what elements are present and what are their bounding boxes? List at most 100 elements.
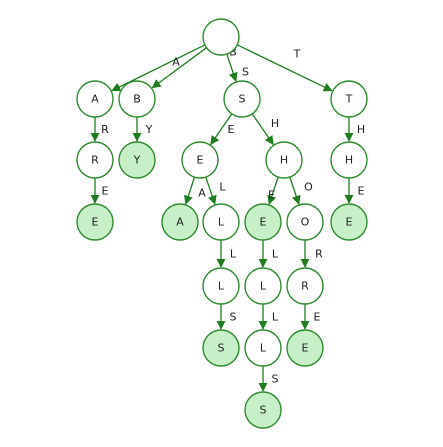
terminal-node-circle — [202, 329, 240, 367]
edge-root-S — [226, 53, 238, 82]
trie-node-THE: E — [330, 203, 368, 241]
edge-SE-SEL — [205, 176, 217, 205]
edge-label-SEL-SELL: L — [230, 248, 237, 261]
trie-node-TH: H — [330, 141, 368, 179]
edge-label-TH-THE: E — [358, 185, 365, 198]
trie-node-AR: R — [76, 141, 114, 179]
trie-node-SH: H — [265, 141, 303, 179]
node-label: R — [301, 280, 309, 293]
node-label: H — [345, 154, 353, 167]
node-circle — [202, 18, 240, 56]
edge-label-T-TH: H — [357, 123, 365, 136]
trie-node-SE: E — [181, 141, 219, 179]
edge-label-root-A: A — [172, 56, 180, 69]
trie-node-SHE: E — [244, 203, 282, 241]
trie-node-SHOR: R — [286, 267, 324, 305]
node-label: L — [218, 216, 225, 229]
edge-label-S-SH: H — [271, 117, 279, 130]
trie-node-BY: Y — [118, 141, 156, 179]
trie-node-SHELLS: S — [244, 391, 282, 429]
node-label: A — [176, 216, 184, 229]
trie-node-SELL: L — [202, 267, 240, 305]
edge-label-B-BY: Y — [145, 123, 153, 136]
node-label: A — [91, 93, 99, 106]
trie-node-A: A — [76, 80, 114, 118]
edge-label-root-S: S — [242, 66, 249, 79]
trie-node-SHORE: E — [286, 329, 324, 367]
terminal-node-circle — [161, 203, 199, 241]
node-label: E — [197, 154, 204, 167]
trie-node-SHEL: L — [244, 267, 282, 305]
edge-label-SHO-SHOR: R — [315, 248, 323, 261]
edge-label-SE-SEL: L — [219, 181, 226, 194]
terminal-node-circle — [244, 391, 282, 429]
trie-node-SHO: O — [286, 203, 324, 241]
edge-SE-SEA — [184, 176, 196, 205]
node-label: E — [346, 216, 353, 229]
node-label: E — [302, 342, 309, 355]
edge-SH-SHO — [289, 176, 301, 205]
node-label: L — [218, 280, 225, 293]
terminal-node-circle — [118, 141, 156, 179]
node-circle — [118, 80, 156, 118]
node-circle — [181, 141, 219, 179]
edge-label-SELL-SELLS: S — [230, 311, 237, 324]
node-label: H — [280, 154, 288, 167]
edge-label-S-SE: E — [228, 123, 235, 136]
trie-node-SEL: L — [202, 203, 240, 241]
node-circle — [286, 203, 324, 241]
node-label: Y — [133, 154, 141, 167]
edge-label-SHEL-SHELL: L — [272, 311, 279, 324]
trie-node-T: T — [330, 80, 368, 118]
edge-label-SHE-SHEL: L — [272, 248, 279, 261]
node-circle — [265, 141, 303, 179]
trie-node-S: S — [223, 80, 261, 118]
node-circle — [244, 267, 282, 305]
trie-node-SEA: A — [161, 203, 199, 241]
edges-layer — [90, 44, 354, 392]
edge-SH-SHE — [267, 176, 279, 205]
node-label: S — [239, 93, 246, 106]
edge-label-SHELL-SHELLS: S — [272, 373, 279, 386]
edge-label-SH-SHO: O — [304, 181, 313, 194]
node-label: S — [218, 342, 225, 355]
node-circle — [202, 267, 240, 305]
trie-node-ARE: E — [76, 203, 114, 241]
trie-node-root — [202, 18, 240, 56]
node-label: L — [260, 342, 267, 355]
edge-label-SHOR-SHORE: E — [314, 311, 321, 324]
trie-node-SELLS: S — [202, 329, 240, 367]
node-circle — [223, 80, 261, 118]
node-circle — [202, 203, 240, 241]
node-label: T — [345, 93, 353, 106]
terminal-node-circle — [286, 329, 324, 367]
node-label: R — [91, 154, 99, 167]
edge-label-A-AR: R — [101, 123, 109, 136]
edge-S-SH — [251, 113, 274, 146]
edge-label-AR-ARE: E — [102, 185, 109, 198]
trie-node-B: B — [118, 80, 156, 118]
node-label: E — [260, 216, 267, 229]
node-circle — [76, 141, 114, 179]
edge-label-root-T: T — [293, 48, 301, 61]
node-circle — [244, 329, 282, 367]
terminal-node-circle — [76, 203, 114, 241]
node-label: E — [92, 216, 99, 229]
node-circle — [330, 141, 368, 179]
edge-label-root-B: B — [229, 46, 237, 59]
edge-S-SE — [210, 113, 233, 146]
edge-label-SH-SHE: E — [268, 189, 275, 202]
edge-label-SE-SEA: A — [198, 187, 206, 200]
node-label: S — [260, 404, 267, 417]
edge-root-T — [236, 44, 333, 92]
node-circle — [76, 80, 114, 118]
node-circle — [330, 80, 368, 118]
trie-node-SHELL: L — [244, 329, 282, 367]
node-circle — [286, 267, 324, 305]
edge-root-B — [151, 47, 207, 89]
terminal-node-circle — [330, 203, 368, 241]
terminal-node-circle — [244, 203, 282, 241]
